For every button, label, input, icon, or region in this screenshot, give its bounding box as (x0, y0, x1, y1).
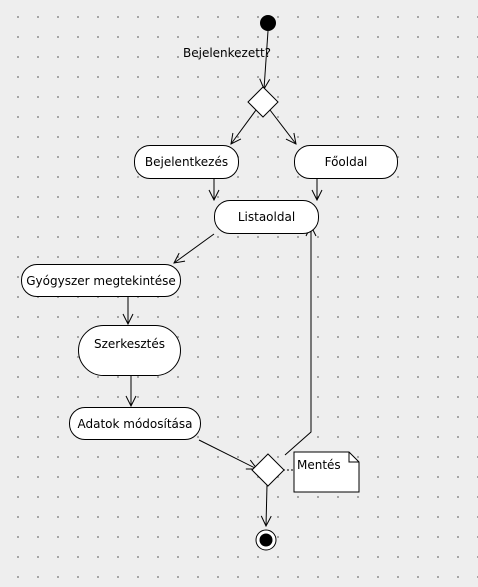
edge-decision-to-login (231, 109, 257, 144)
edge-merge-to-list (284, 226, 311, 456)
note-label: Mentés (297, 458, 341, 472)
action-list: Listaoldal (214, 200, 319, 234)
initial-node (260, 15, 276, 31)
note-shape (293, 451, 360, 493)
action-login: Bejelentkezés (134, 145, 239, 179)
edge-list-to-view (174, 233, 215, 263)
condition-label: Bejelenkezett? (183, 46, 272, 60)
edge-merge-to-final (266, 484, 267, 526)
action-home: Főoldal (294, 145, 398, 179)
edge-start-to-decision (264, 30, 268, 89)
final-node-core (259, 533, 273, 547)
action-modify-data: Adatok módosítása (69, 407, 201, 440)
edge-modify-to-merge (198, 439, 257, 469)
action-view-medicine: Gyógyszer megtekintése (21, 264, 181, 297)
note-fold (348, 452, 359, 463)
action-edit: Szerkesztés (78, 325, 181, 376)
merge-node (251, 453, 285, 487)
decision-node (247, 86, 279, 118)
edge-decision-to-home (269, 109, 296, 144)
